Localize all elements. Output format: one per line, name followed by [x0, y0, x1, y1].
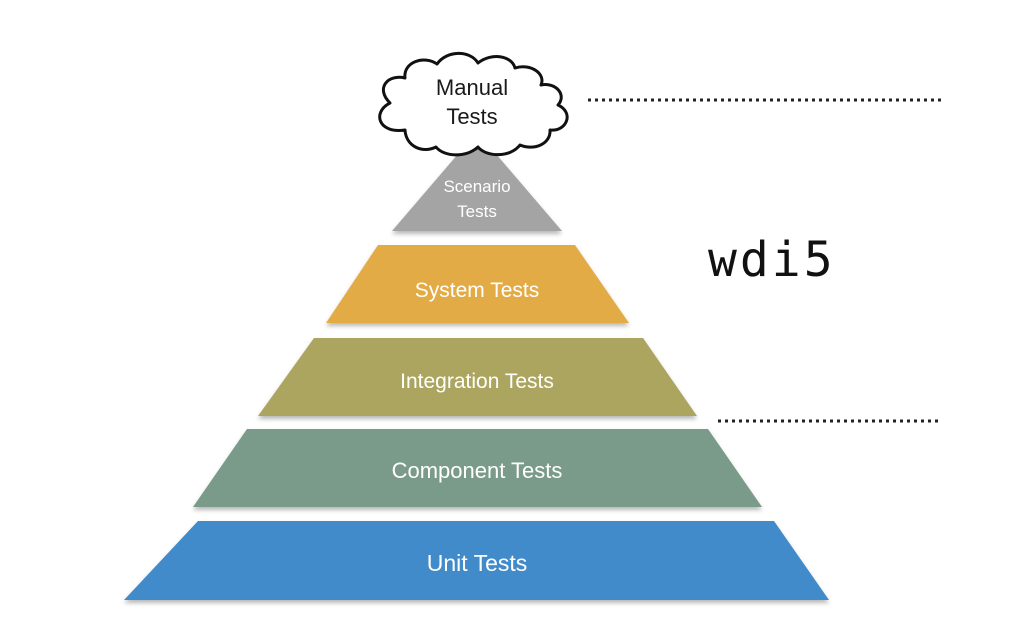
wdi5-label: wdi5	[708, 232, 836, 288]
cloud-label-line2: Tests	[446, 104, 497, 129]
layer-unit	[124, 521, 829, 600]
layer-scenario	[392, 140, 562, 231]
layer-scenario-label-line1: Scenario	[443, 177, 510, 196]
layer-system	[326, 245, 629, 323]
layer-component	[193, 429, 762, 507]
layer-system-label: System Tests	[415, 279, 539, 302]
manual-tests-cloud: Manual Tests	[378, 51, 569, 157]
layer-unit-label: Unit Tests	[427, 550, 528, 576]
layer-scenario-label-line2: Tests	[457, 202, 497, 221]
layer-integration-label: Integration Tests	[400, 370, 554, 393]
layer-integration	[258, 338, 697, 416]
cloud-shape	[378, 51, 569, 157]
cloud-label-line1: Manual	[436, 75, 508, 100]
layer-component-label: Component Tests	[392, 458, 563, 483]
